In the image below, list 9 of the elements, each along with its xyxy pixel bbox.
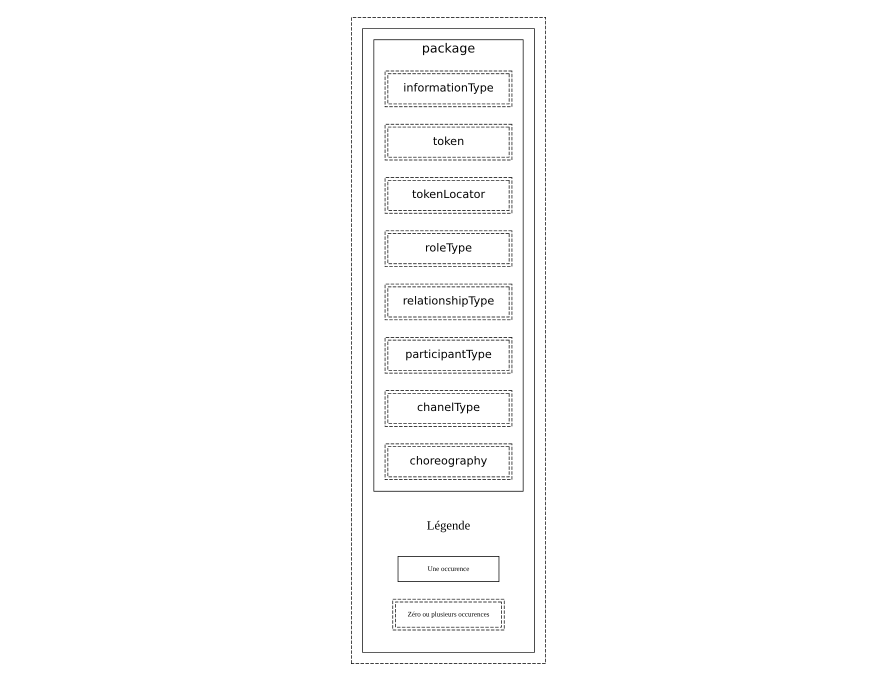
node-box: chanelType: [384, 390, 512, 427]
node-box: tokenLocator: [384, 177, 512, 214]
node-box: informationType: [384, 70, 512, 108]
label: Légende: [426, 518, 470, 532]
node-box: token: [384, 124, 512, 160]
node-box: roleType: [384, 230, 512, 267]
node-box: participantType: [384, 337, 512, 374]
node-box: choreography: [384, 444, 512, 480]
node-box: relationshipType: [384, 284, 512, 320]
